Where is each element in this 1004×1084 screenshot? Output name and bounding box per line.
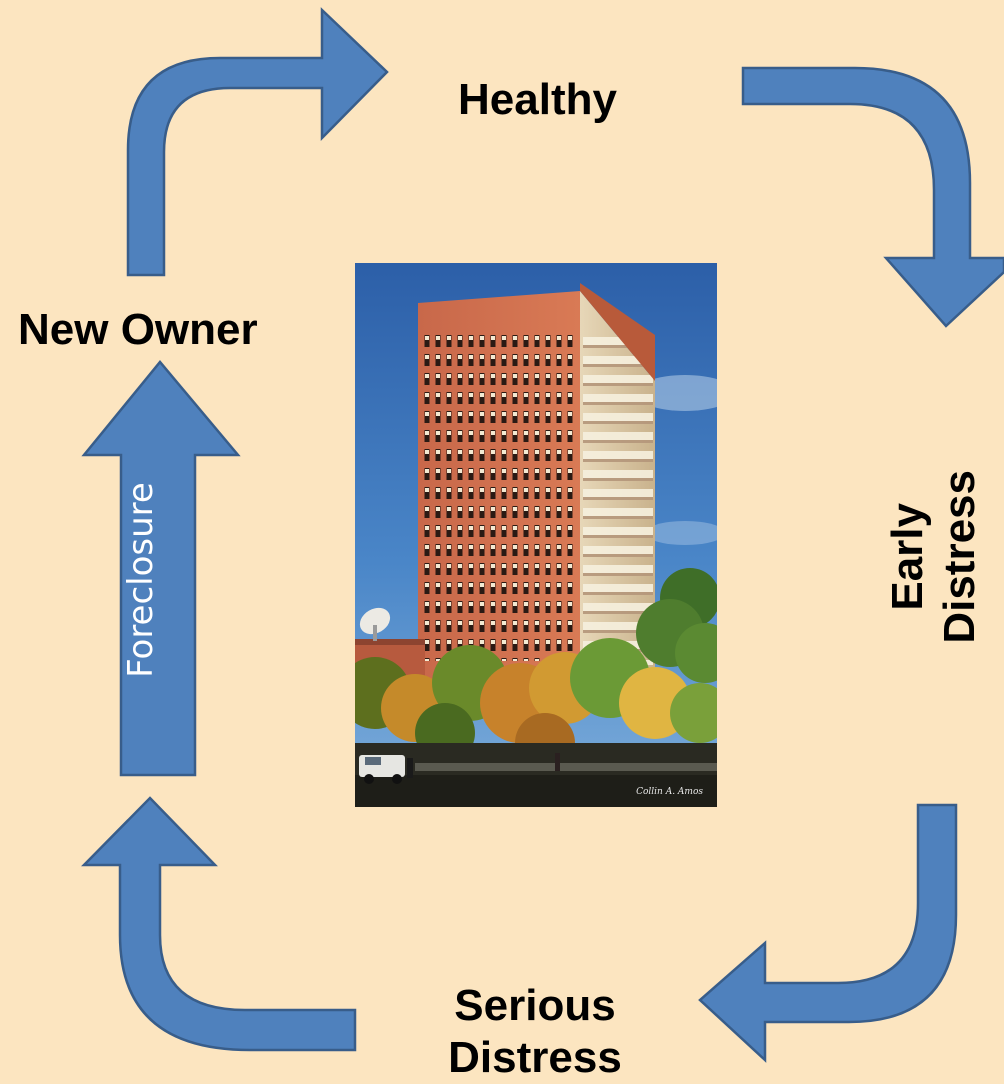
stage-label-new-owner: New Owner xyxy=(18,305,258,354)
office-building-photo: Collin A. Amos xyxy=(355,263,717,807)
stage-label-serious-line-1: Serious xyxy=(454,981,616,1030)
stage-label-early-line-1: Early xyxy=(883,503,932,611)
arrow-healthy-to-early-distress xyxy=(741,66,1004,328)
arrow-foreclosure xyxy=(81,360,241,777)
trees xyxy=(355,568,717,773)
transition-label-foreclosure: Foreclosure xyxy=(121,482,161,678)
arrow-early-to-serious-distress xyxy=(698,803,958,1063)
stage-label-early-distress: Early Distress xyxy=(882,470,986,644)
arrow-new-owner-to-healthy xyxy=(126,7,389,277)
stage-label-serious-distress: Serious Distress xyxy=(404,980,666,1084)
building-illustration xyxy=(355,263,717,807)
photo-credit: Collin A. Amos xyxy=(636,787,703,797)
stage-label-healthy: Healthy xyxy=(458,75,617,124)
stage-label-serious-line-2: Distress xyxy=(448,1033,622,1082)
satellite-dish xyxy=(359,607,391,635)
arrow-serious-distress-to-new-owner xyxy=(81,796,357,1052)
stage-label-early-line-2: Distress xyxy=(935,470,984,644)
